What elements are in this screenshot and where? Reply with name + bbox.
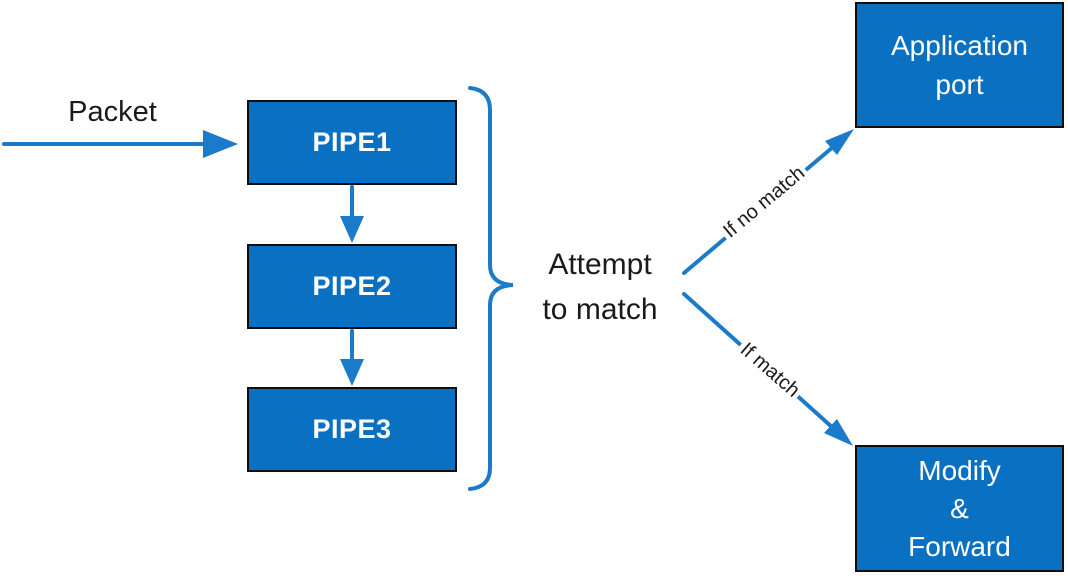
packet-arrow [2,130,238,158]
attempt-line1: Attempt [548,248,652,281]
grouping-brace [468,86,514,491]
attempt-to-match-label: Attempt to match [518,242,682,332]
pipe1-pipe2-arrow [340,185,364,243]
pipe3-label: PIPE3 [312,414,392,444]
application-port-line1: Application [891,30,1028,61]
modify-forward-box: Modify & Forward [855,445,1064,572]
modify-forward-line2: & [950,492,969,524]
packet-label: Packet [68,96,157,128]
pipe1-label: PIPE1 [312,127,392,157]
application-port-line2: port [935,69,984,100]
pipe2-label: PIPE2 [312,271,392,301]
application-port-box: Application port [855,2,1064,128]
pipe2-pipe3-arrow [340,329,364,386]
modify-forward-line3: Forward [908,530,1011,562]
modify-forward-line1: Modify [918,454,1001,486]
pipe2-box: PIPE2 [247,244,457,329]
pipe3-box: PIPE3 [247,387,457,472]
pipe1-box: PIPE1 [247,100,457,185]
attempt-line2: to match [542,293,658,326]
